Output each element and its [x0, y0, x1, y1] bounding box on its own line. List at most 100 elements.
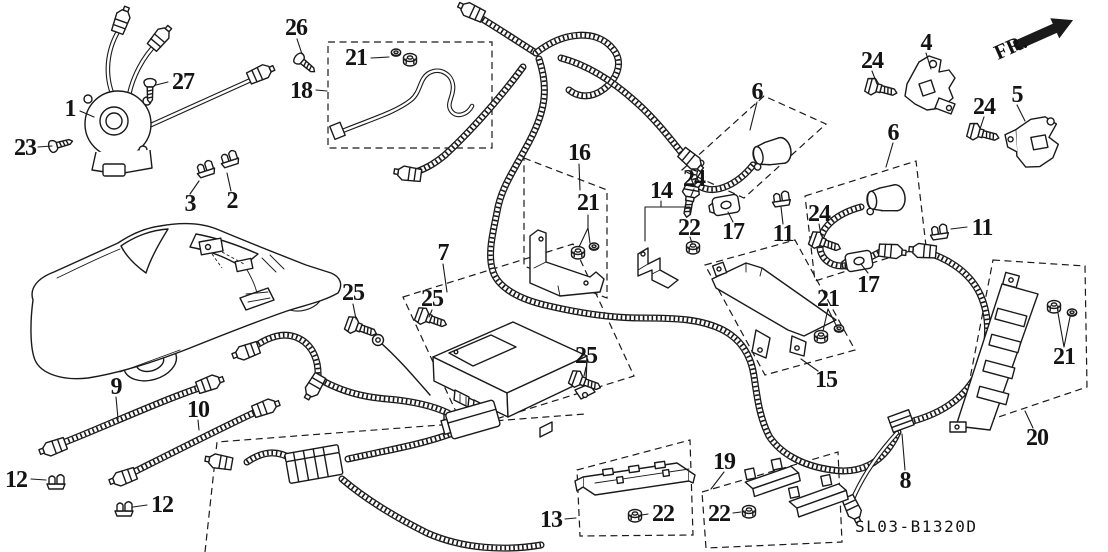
bulk-connector [284, 444, 344, 484]
callout-11-a: 11 [773, 221, 794, 247]
rear-window [120, 228, 169, 274]
callout-24-a: 24 [683, 166, 706, 192]
fr-arrow-icon [1012, 18, 1074, 51]
connector [250, 395, 283, 420]
box-7 [402, 243, 635, 430]
connector [36, 435, 69, 460]
connector [907, 241, 938, 260]
grommet [839, 249, 875, 274]
harness-clip [193, 158, 217, 180]
callout-4: 4 [921, 30, 933, 56]
bracket-5 [1004, 116, 1059, 168]
callout-5: 5 [1012, 82, 1024, 108]
callout-21-d: 21 [817, 286, 839, 312]
cable-reel-assembly [83, 90, 153, 177]
bracket-19b [787, 473, 849, 518]
callout-25-c: 25 [342, 280, 365, 306]
floor-harness-boundary [204, 413, 586, 552]
harness-junction [887, 409, 915, 433]
callout-2: 2 [227, 188, 238, 214]
callout-24-b: 24 [808, 201, 831, 227]
callout-24-c: 24 [861, 48, 884, 74]
connector [877, 242, 908, 261]
callout-22-a: 22 [652, 501, 674, 527]
connector [106, 465, 139, 490]
callout-13: 13 [540, 507, 563, 533]
harness-clip [770, 189, 792, 208]
connector [229, 339, 262, 364]
bracket-14 [637, 247, 679, 289]
callout-25-b: 25 [575, 343, 598, 369]
callout-9: 9 [111, 374, 123, 400]
harness-clip [928, 222, 950, 241]
bolt [965, 120, 1002, 147]
ring-terminal [371, 333, 385, 347]
washer [588, 242, 600, 251]
grommet [706, 193, 742, 218]
callout-6-b: 6 [888, 120, 900, 146]
washer [1066, 308, 1078, 317]
callout-10: 10 [187, 397, 210, 423]
callout-18: 18 [290, 78, 313, 104]
callout-26: 26 [285, 15, 308, 41]
part-code-label: SL03-B1320D [855, 517, 977, 536]
screw [46, 134, 75, 154]
nut [402, 52, 418, 67]
nut [570, 245, 586, 260]
callout-25-a: 25 [421, 286, 444, 312]
ground-wire [380, 342, 431, 396]
nut [685, 240, 701, 255]
connector [245, 60, 278, 86]
callout-23: 23 [14, 135, 37, 161]
bracket-13 [574, 460, 696, 496]
interior-component-marks [198, 237, 254, 273]
box-13 [576, 439, 694, 537]
harness-tubing [60, 17, 988, 548]
callout-16: 16 [568, 140, 591, 166]
connector [454, 0, 487, 24]
impact-sensor [748, 135, 795, 172]
box-18 [327, 41, 493, 149]
bracket-15 [711, 261, 837, 359]
callout-1: 1 [65, 96, 76, 122]
connector [109, 3, 134, 36]
connector [194, 371, 227, 396]
harness-clip [217, 148, 241, 170]
bolt [863, 75, 900, 102]
callout-22-c: 22 [678, 215, 700, 241]
bracket-18-rod [329, 71, 472, 141]
bracket-20 [949, 271, 1039, 433]
callout-21-c: 21 [1053, 344, 1075, 370]
bracket-4 [904, 55, 956, 115]
callout-12-b: 12 [151, 492, 173, 518]
callout-21-b: 21 [577, 190, 599, 216]
callout-21-a: 21 [345, 45, 367, 71]
impact-sensor [863, 183, 908, 216]
nut [1046, 299, 1062, 314]
callout-19: 19 [713, 449, 736, 475]
car-illustration [30, 222, 342, 388]
fr-label: FR. [990, 29, 1030, 64]
callout-20: 20 [1026, 425, 1049, 451]
connector [300, 371, 328, 404]
nut [813, 329, 829, 344]
screw [291, 50, 320, 77]
bracket-16 [529, 229, 605, 297]
nut [627, 508, 643, 523]
floor-sensor-module [440, 399, 501, 440]
harness-clip [114, 501, 134, 517]
callout-15: 15 [815, 367, 838, 393]
callout-17-a: 17 [722, 219, 745, 245]
callout-6-a: 6 [752, 79, 764, 105]
callout-24-d: 24 [973, 94, 996, 120]
leader-lines [30, 38, 1071, 520]
harness-clip [46, 474, 66, 490]
connector [203, 451, 234, 472]
bracket-19a [744, 457, 801, 498]
washer [833, 324, 845, 333]
box-19 [701, 451, 843, 549]
callout-3: 3 [185, 191, 197, 217]
